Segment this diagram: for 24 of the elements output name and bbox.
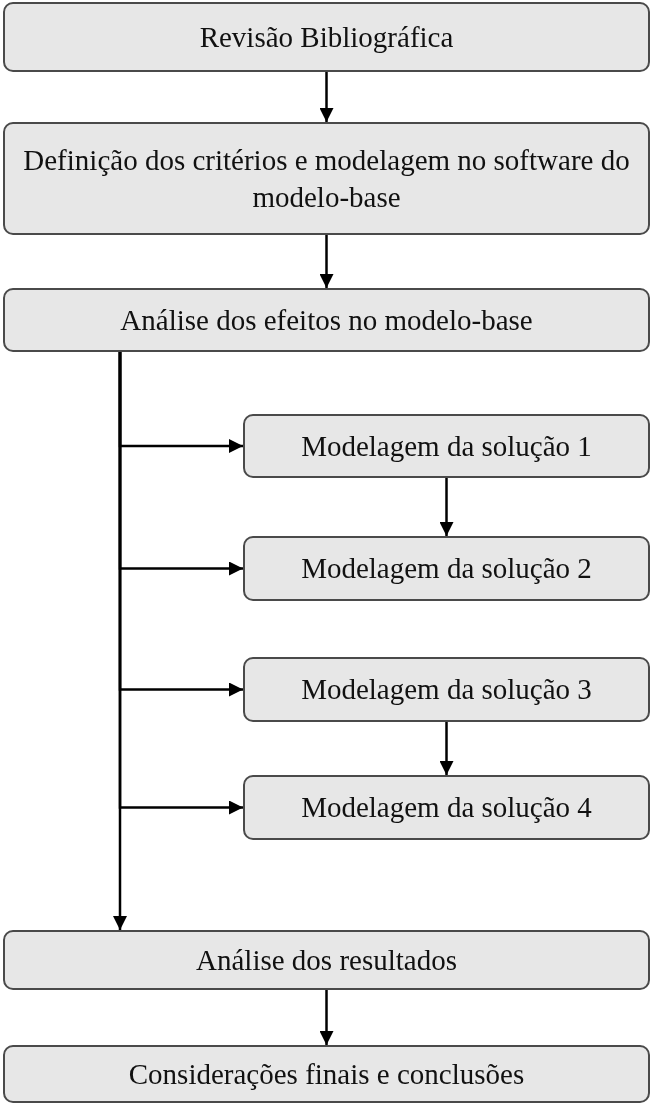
process-box — [3, 2, 650, 72]
step-label: Definição dos critérios e modelagem no software do modelo-base — [22, 143, 631, 215]
step-label: Modelagem da solução 4 — [301, 790, 592, 826]
step-label: Análise dos efeitos no modelo-base — [120, 302, 533, 338]
process-box — [243, 536, 650, 601]
process-box — [3, 288, 650, 352]
process-box — [243, 775, 650, 840]
process-box — [243, 657, 650, 722]
step-label: Modelagem da solução 1 — [301, 428, 592, 464]
process-box — [3, 122, 650, 235]
step-label: Considerações finais e conclusões — [128, 1056, 525, 1092]
step-label: Modelagem da solução 3 — [301, 672, 592, 708]
arrow — [319, 235, 334, 288]
step-label: Análise dos resultados — [196, 942, 457, 978]
process-box — [3, 930, 650, 990]
step-label: Modelagem da solução 2 — [301, 551, 592, 587]
arrow — [439, 722, 454, 775]
step-label: Revisão Bibliográfica — [199, 19, 454, 55]
arrow — [319, 72, 334, 122]
arrow — [439, 478, 454, 536]
process-box — [3, 1045, 650, 1103]
process-box — [243, 414, 650, 478]
arrow — [118, 352, 243, 815]
arrow — [319, 990, 334, 1045]
